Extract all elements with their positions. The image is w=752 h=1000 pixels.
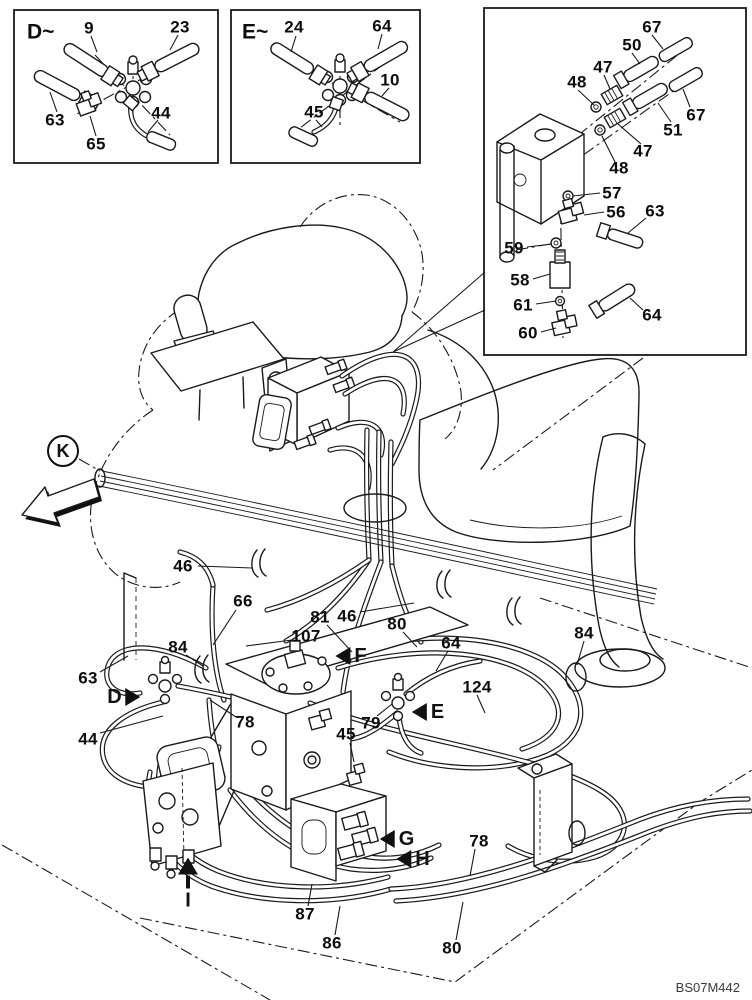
part-callout-87: 87 [295, 904, 315, 924]
phantom-lines [1, 357, 752, 1000]
inset-e-art [230, 9, 421, 164]
direction-marker-G: G [379, 828, 415, 850]
part-callout-80: 80 [442, 938, 462, 958]
part-callout-56: 56 [606, 202, 626, 222]
arrow-icon [396, 850, 412, 868]
direction-letter: D [107, 686, 122, 708]
part-callout-78: 78 [235, 712, 255, 732]
part-callout-10: 10 [380, 70, 400, 90]
part-callout-65: 65 [86, 134, 106, 154]
part-callout-81: 81 [310, 607, 330, 627]
direction-marker-F: F [335, 645, 367, 667]
part-callout-57: 57 [602, 183, 622, 203]
part-callout-46: 46 [337, 606, 357, 626]
part-callout-23: 23 [170, 17, 190, 37]
part-callout-47: 47 [593, 57, 613, 77]
part-callout-63: 63 [645, 201, 665, 221]
direction-letter: E [430, 701, 445, 723]
part-callout-66: 66 [233, 591, 253, 611]
k-leader [78, 458, 101, 472]
part-callout-24: 24 [284, 17, 304, 37]
part-callout-58: 58 [510, 270, 530, 290]
direction-marker-D: D [107, 686, 141, 708]
part-callout-84: 84 [574, 623, 594, 643]
part-callout-46: 46 [173, 556, 193, 576]
part-callout-44: 44 [78, 729, 98, 749]
part-callout-48: 48 [609, 158, 629, 178]
left-block [142, 736, 226, 879]
part-callout-48: 48 [567, 72, 587, 92]
direction-marker-E: E [411, 701, 445, 723]
view-direction-arrow [21, 478, 102, 527]
pilot-line-rails [94, 468, 658, 605]
arrow-icon [379, 830, 395, 848]
part-callout-124: 124 [462, 677, 492, 697]
part-callout-61: 61 [513, 295, 533, 315]
part-callout-64: 64 [441, 633, 461, 653]
arrow-icon [411, 703, 427, 721]
arrow-icon [335, 647, 351, 665]
part-callout-50: 50 [622, 35, 642, 55]
part-callout-80: 80 [387, 614, 407, 634]
part-callout-78: 78 [469, 831, 489, 851]
part-callout-63: 63 [78, 668, 98, 688]
part-callout-51: 51 [663, 120, 683, 140]
clamps [194, 548, 587, 873]
direction-letter: K [47, 435, 79, 467]
part-callout-60: 60 [518, 323, 538, 343]
bottom-block [290, 762, 387, 882]
part-callout-59: 59 [504, 238, 524, 258]
direction-letter: H [415, 848, 430, 870]
inset-d-art [13, 9, 219, 164]
direction-marker-I: I [178, 857, 198, 912]
arrow-icon [125, 688, 141, 706]
part-callout-9: 9 [84, 18, 94, 38]
part-callout-45: 45 [304, 102, 324, 122]
exhaust-pipe [574, 432, 666, 688]
part-callout-86: 86 [322, 933, 342, 953]
joystick [150, 294, 285, 421]
part-callout-79: 79 [361, 713, 381, 733]
part-callout-63: 63 [45, 110, 65, 130]
part-callout-64: 64 [372, 16, 392, 36]
arrow-icon [178, 857, 198, 875]
pilot-valve [252, 356, 356, 452]
direction-marker-H: H [396, 848, 430, 870]
leader-lines [49, 33, 691, 941]
direction-letter: F [354, 645, 367, 667]
inset-e-title: E~ [242, 20, 269, 44]
part-callout-64: 64 [642, 305, 662, 325]
part-callout-47: 47 [633, 141, 653, 161]
direction-letter: G [398, 828, 415, 850]
part-callout-67: 67 [686, 105, 706, 125]
part-callout-67: 67 [642, 17, 662, 37]
part-callout-45: 45 [336, 724, 356, 744]
direction-letter: I [185, 889, 191, 912]
inset-d-title: D~ [27, 20, 55, 44]
drawing-code: BS07M442 [675, 980, 740, 995]
inset-right-art [392, 7, 747, 356]
direction-marker-K: K [47, 435, 79, 467]
part-callout-44: 44 [151, 103, 171, 123]
part-callout-84: 84 [168, 637, 188, 657]
arrow-stem [186, 875, 190, 889]
manifold [123, 572, 469, 832]
part-callout-107: 107 [291, 626, 321, 646]
